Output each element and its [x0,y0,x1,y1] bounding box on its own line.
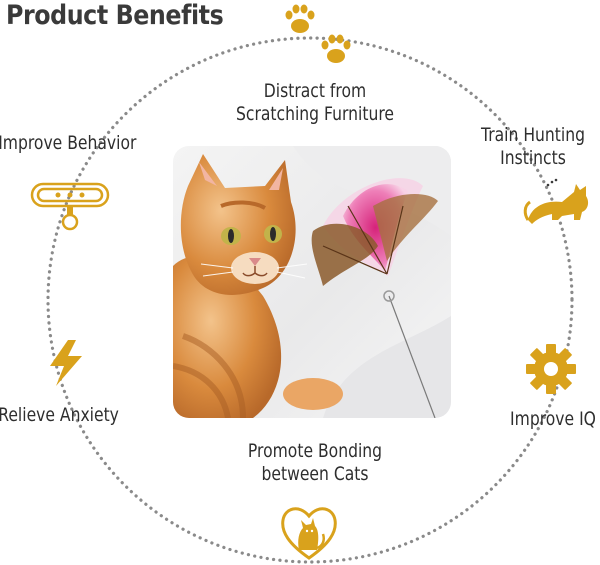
benefit-bonding-line2: between Cats [261,463,369,485]
page-title: Product Benefits [6,0,224,31]
benefit-iq-label: Improve IQ [500,408,600,431]
hunting-cat-icon [523,178,589,224]
cat-collar-icon [30,182,110,231]
cat-with-feather-image [173,146,451,418]
benefit-distract-label: Distract from Scratching Furniture [213,80,418,126]
benefit-distract-line2: Scratching Furniture [236,103,394,125]
benefit-behavior-line1: Improve Behavior [0,132,137,154]
paw-prints-icon [285,4,351,63]
benefit-train-label: Train Hunting Instincts [463,124,600,170]
cat-photo [173,146,451,418]
gear-icon [526,344,576,394]
benefit-anxiety-line1: Relieve Anxiety [0,404,119,426]
lightning-bolt-icon [50,340,82,386]
heart-cat-icon [281,507,337,560]
benefit-train-line2: Instincts [500,147,566,169]
benefit-distract-line1: Distract from [263,80,367,102]
benefit-train-line1: Train Hunting [480,124,586,146]
benefit-bonding-line1: Promote Bonding [247,440,383,462]
benefit-iq-line1: Improve IQ [510,408,596,430]
benefit-anxiety-label: Relieve Anxiety [0,404,138,427]
benefit-behavior-label: Improve Behavior [0,132,146,155]
benefit-bonding-label: Promote Bonding between Cats [213,440,418,486]
